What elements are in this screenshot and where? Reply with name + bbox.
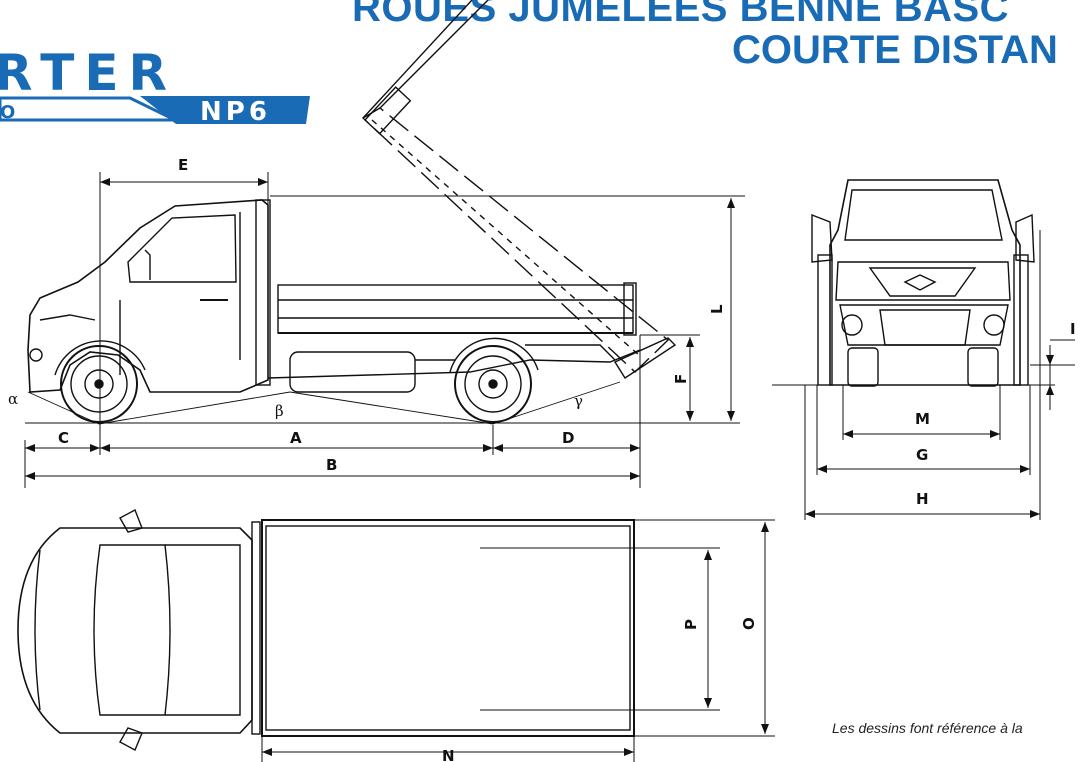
dim-label-h: H bbox=[916, 490, 929, 508]
dim-label-g: G bbox=[916, 446, 928, 464]
logo-badge-text: NP6 bbox=[200, 97, 271, 127]
dim-label-d: D bbox=[562, 429, 574, 447]
page-title-line1: ROUES JUMELEES BENNE BASC bbox=[352, 0, 1010, 30]
angle-label-beta: β bbox=[275, 402, 284, 420]
dim-label-i: I bbox=[1070, 320, 1076, 338]
dim-label-m: M bbox=[915, 410, 930, 428]
porter-logo: RTER O NP6 bbox=[0, 50, 312, 127]
angle-label-gamma: γ bbox=[574, 392, 583, 410]
footnote: Les dessins font référence à la bbox=[832, 720, 1023, 736]
logo-brand-text: RTER bbox=[0, 50, 177, 102]
dim-label-f: F bbox=[672, 374, 690, 384]
page-title-line2: COURTE DISTAN bbox=[732, 28, 1058, 72]
dim-label-a: A bbox=[290, 429, 302, 447]
logo-subtext: O bbox=[0, 102, 15, 123]
dim-label-l: L bbox=[708, 304, 726, 314]
dim-label-n: N bbox=[442, 747, 455, 762]
dim-label-e: E bbox=[178, 156, 188, 174]
dim-label-p: P bbox=[682, 619, 700, 630]
dim-label-o: O bbox=[740, 617, 758, 630]
dim-label-c: C bbox=[58, 429, 69, 447]
dim-label-b: B bbox=[326, 456, 337, 474]
angle-label-alpha: α bbox=[8, 390, 18, 408]
